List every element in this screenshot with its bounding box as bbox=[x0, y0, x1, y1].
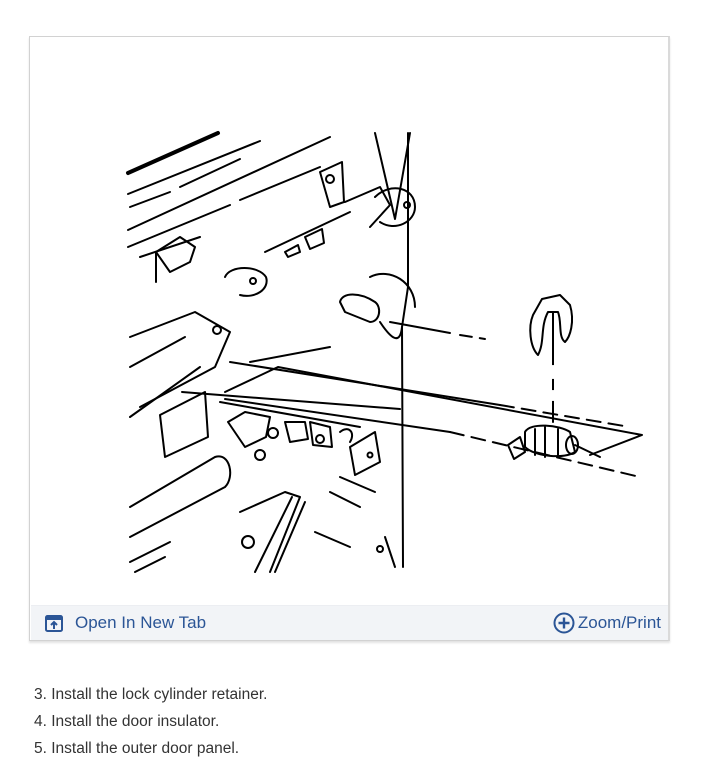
open-in-new-tab-label: Open In New Tab bbox=[75, 613, 207, 632]
figure-frame: Open In New Tab Zoom/Print bbox=[29, 36, 670, 641]
step-3: 3. Install the lock cylinder retainer. bbox=[34, 686, 268, 703]
open-in-new-tab-icon bbox=[45, 614, 63, 632]
step-5: 5. Install the outer door panel. bbox=[34, 740, 240, 757]
zoom-print-label: Zoom/Print bbox=[577, 613, 661, 632]
open-in-new-tab-link[interactable]: Open In New Tab bbox=[45, 613, 206, 633]
figure-action-bar: Open In New Tab Zoom/Print bbox=[31, 605, 668, 640]
step-4: 4. Install the door insulator. bbox=[34, 713, 220, 730]
plus-circle-icon bbox=[553, 612, 575, 634]
instruction-steps: 3. Install the lock cylinder retainer. 4… bbox=[34, 681, 267, 762]
zoom-print-link[interactable]: Zoom/Print bbox=[553, 612, 661, 634]
door-lock-diagram bbox=[126, 131, 643, 573]
